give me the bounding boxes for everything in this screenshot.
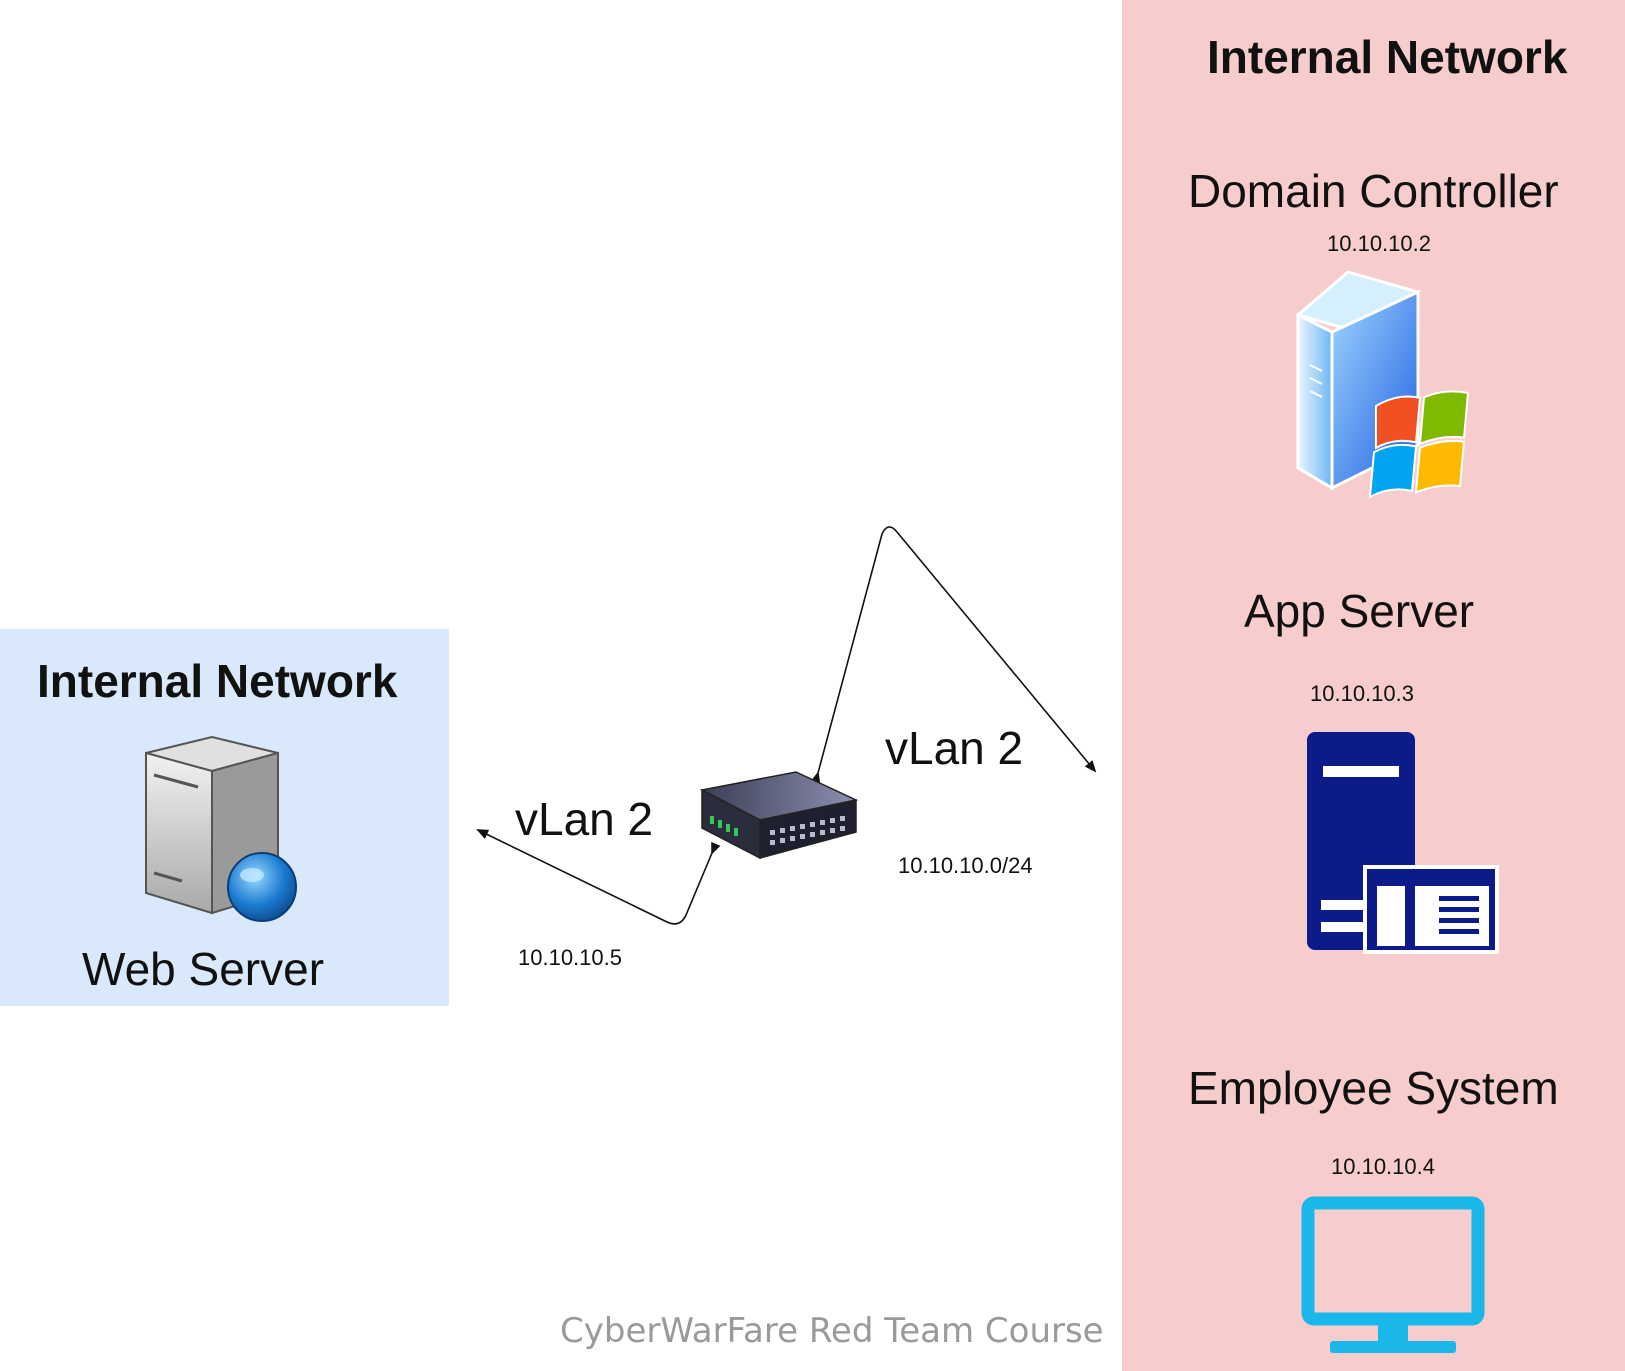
web-server-label: Web Server [82,943,325,995]
employee-system-label: Employee System [1188,1062,1559,1114]
monitor-icon [1301,1196,1485,1353]
link-webserver-switch [476,829,721,925]
employee-system-ip: 10.10.10.4 [1331,1154,1435,1179]
app-server-ip: 10.10.10.3 [1310,681,1414,706]
app-server-label: App Server [1244,585,1475,637]
vlan-label-left: vLan 2 [515,793,654,845]
web-server-icon [145,735,297,922]
network-switch-icon [700,771,859,860]
windows-server-icon [1294,270,1470,499]
domain-controller-label: Domain Controller [1188,165,1559,217]
link-switch-internal [810,526,1097,784]
left-zone-title: Internal Network [37,655,398,707]
vlan-label-right: vLan 2 [885,722,1024,774]
right-zone-title: Internal Network [1207,31,1568,83]
web-server-ip: 10.10.10.5 [518,945,622,970]
internal-network-zone-right [1122,0,1625,1371]
subnet-label: 10.10.10.0/24 [898,853,1033,878]
domain-controller-ip: 10.10.10.2 [1327,231,1431,256]
application-server-icon [1307,732,1499,954]
course-footer: CyberWarFare Red Team Course [560,1311,1104,1351]
